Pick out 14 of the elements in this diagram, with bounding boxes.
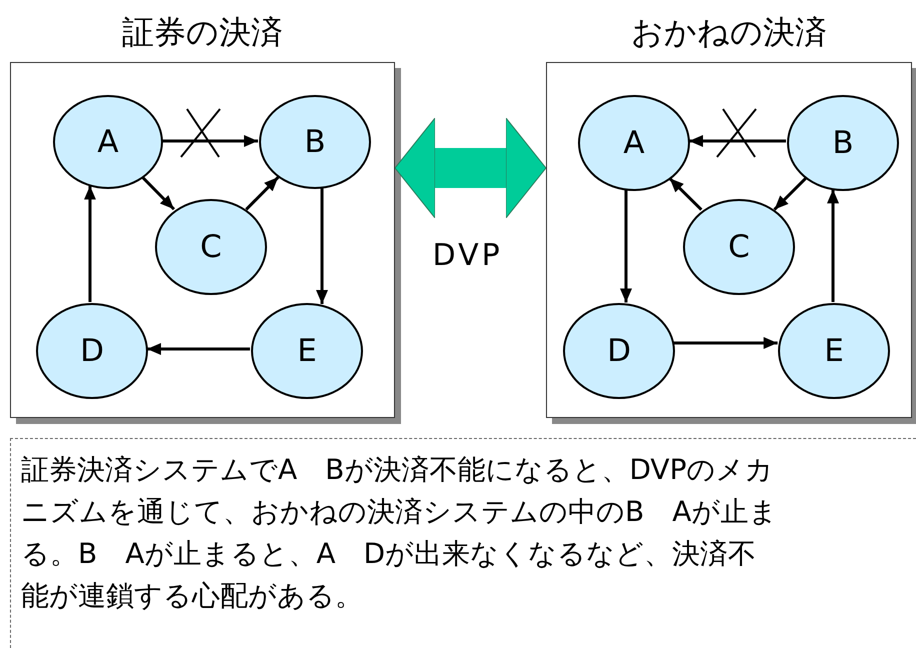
panel-title: 証券の決済 xyxy=(121,12,284,53)
node-label: C xyxy=(200,229,222,265)
node-label: A xyxy=(97,124,119,160)
node-label: C xyxy=(728,229,750,265)
node-label: B xyxy=(304,124,326,160)
note-box xyxy=(10,438,916,648)
node-label: E xyxy=(297,333,317,369)
node-label: B xyxy=(832,125,854,161)
panel-title: おかねの決済 xyxy=(630,12,828,53)
node-label: D xyxy=(80,333,104,369)
note-text: 証券決済システムでA Bが決済不能になると、DVPのメカニズムを通じて、おかねの決済システムの中のB Aが止まる。B Aが止まると、A Dが出来なくなるなど、決済不能が連鎖する心配がある。 xyxy=(21,452,778,614)
node-label: D xyxy=(607,333,631,369)
node-label: A xyxy=(623,125,645,161)
node-label: E xyxy=(824,333,844,369)
